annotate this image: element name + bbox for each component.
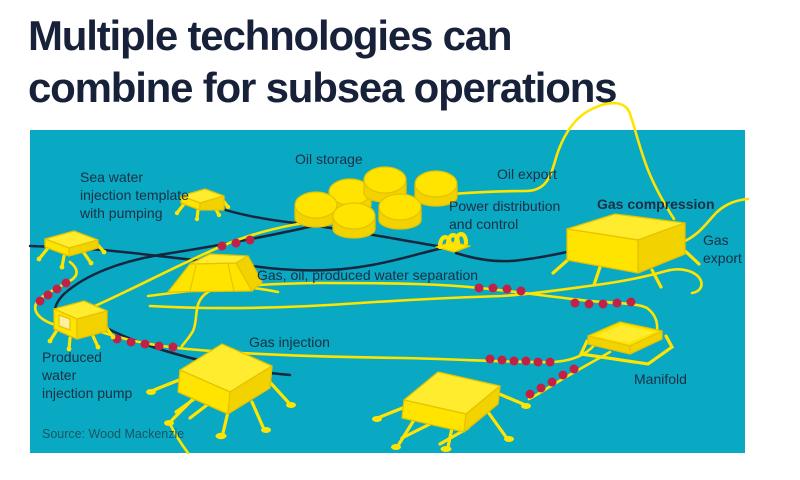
label-power-distribution: Power distribution and control: [449, 197, 560, 233]
label-line: Sea water: [80, 169, 144, 185]
page-title-line1: Multiple technologies can: [28, 12, 513, 59]
flowline: [148, 268, 703, 310]
umbilical-line: [53, 222, 324, 313]
storage-tank: [332, 202, 376, 239]
label-line: water: [42, 367, 77, 383]
label-line: and control: [449, 216, 519, 232]
subsea-lander: [372, 371, 531, 452]
flowline: [168, 422, 190, 455]
label-seawater-template: Sea water injection template with pumpin…: [80, 168, 189, 222]
label-gas-export: Gas export: [703, 231, 742, 267]
manifold-recess: [596, 325, 654, 343]
page-title-line2: combine for subsea operations: [28, 64, 618, 111]
umbilical-line: [203, 201, 439, 248]
label-gas-compression: Gas compression: [597, 196, 715, 212]
gas-export-flowline: [683, 197, 750, 243]
label-line: Gas: [703, 232, 729, 248]
label-oil-storage: Oil storage: [295, 151, 363, 167]
label-line: injection template: [80, 187, 189, 203]
storage-tank: [378, 193, 422, 230]
page-title: Multiple technologies can combine for su…: [28, 10, 618, 114]
oil-export-flowline: [450, 101, 676, 221]
oil-storage-tanks: [294, 166, 458, 239]
gas-injection-lander: [146, 343, 296, 440]
storage-tank: [294, 191, 338, 228]
pipeline-marker-dots: [35, 235, 636, 399]
label-line: injection pump: [42, 385, 133, 401]
gas-compression-module: [551, 213, 701, 289]
pump-window: [58, 314, 71, 331]
label-line: Produced: [42, 349, 102, 365]
label-manifold: Manifold: [634, 371, 687, 387]
umbilical-line: [454, 250, 569, 263]
separation-unit: [167, 253, 263, 293]
label-oil-export: Oil export: [497, 166, 557, 182]
label-line: with pumping: [80, 205, 163, 221]
produced-water-injection-pump: [47, 300, 116, 352]
source-credit: Source: Wood Mackenzie: [42, 427, 185, 441]
power-distribution-unit: [435, 232, 471, 253]
label-separation: Gas, oil, produced water separation: [257, 267, 479, 283]
label-gas-injection: Gas injection: [249, 334, 330, 350]
sea-water-injection-template: [174, 188, 231, 222]
label-line: export: [703, 250, 742, 266]
label-produced-water-pump: Produced water injection pump: [42, 348, 132, 402]
label-line: Power distribution: [449, 198, 561, 214]
umbilical-line: [250, 246, 445, 272]
subsea-template: [36, 230, 107, 270]
manifold-tray: [578, 321, 675, 366]
